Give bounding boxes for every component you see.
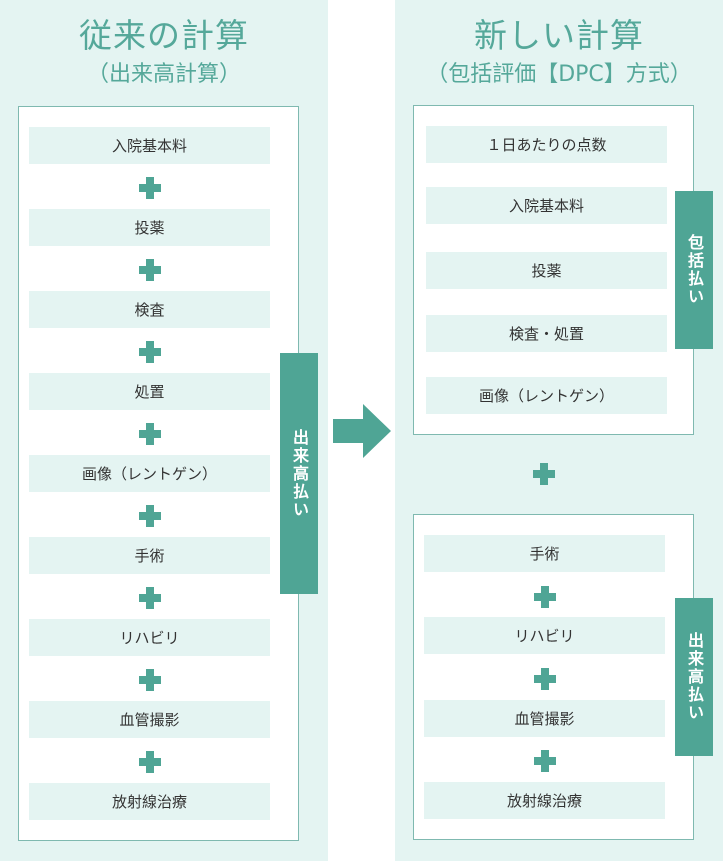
- item-rehabilitation: リハビリ: [29, 619, 270, 656]
- fee-for-service-tag: 出来高払い: [675, 598, 713, 756]
- traditional-calculation-panel: 従来の計算 （出来高計算） 入院基本料 投薬 検査 処置 画像（レントゲン） 手…: [0, 0, 328, 861]
- traditional-subtitle: （出来高計算）: [86, 62, 241, 87]
- bundled-payment-tag: 包括払い: [675, 191, 713, 349]
- item-examination: 検査: [29, 291, 270, 328]
- plus-icon: [534, 668, 556, 690]
- item-imaging: 画像（レントゲン）: [426, 377, 667, 414]
- plus-icon: [139, 259, 161, 281]
- item-treatment: 処置: [29, 373, 270, 410]
- new-subtitle: （包括評価【DPC】方式）: [426, 62, 692, 87]
- bundled-items-box: １日あたりの点数 入院基本料 投薬 検査・処置 画像（レントゲン）: [413, 105, 694, 435]
- item-surgery: 手術: [29, 537, 270, 574]
- item-imaging: 画像（レントゲン）: [29, 455, 270, 492]
- plus-icon: [534, 750, 556, 772]
- item-daily-points: １日あたりの点数: [426, 126, 667, 163]
- new-title: 新しい計算: [474, 16, 644, 55]
- traditional-title: 従来の計算: [79, 16, 249, 55]
- plus-icon: [534, 586, 556, 608]
- plus-icon: [139, 669, 161, 691]
- new-calculation-panel: 新しい計算 （包括評価【DPC】方式） １日あたりの点数 入院基本料 投薬 検査…: [395, 0, 723, 861]
- plus-icon: [139, 505, 161, 527]
- plus-icon: [139, 423, 161, 445]
- item-rehabilitation: リハビリ: [424, 617, 665, 654]
- plus-icon: [139, 341, 161, 363]
- fee-items-box: 手術 リハビリ 血管撮影 放射線治療: [413, 514, 694, 840]
- item-angiography: 血管撮影: [29, 701, 270, 738]
- fee-for-service-tag: 出来高払い: [280, 353, 318, 594]
- arrow-right-icon: [333, 404, 391, 458]
- plus-icon: [139, 177, 161, 199]
- item-radiotherapy: 放射線治療: [29, 783, 270, 820]
- plus-icon: [139, 587, 161, 609]
- item-medication: 投薬: [426, 252, 667, 289]
- plus-icon: [533, 463, 555, 485]
- item-radiotherapy: 放射線治療: [424, 782, 665, 819]
- item-admission-fee: 入院基本料: [426, 187, 667, 224]
- traditional-items-box: 入院基本料 投薬 検査 処置 画像（レントゲン） 手術 リハビリ 血管撮影 放射…: [18, 106, 299, 841]
- item-medication: 投薬: [29, 209, 270, 246]
- item-surgery: 手術: [424, 535, 665, 572]
- plus-icon: [139, 751, 161, 773]
- item-examination-treatment: 検査・処置: [426, 315, 667, 352]
- item-angiography: 血管撮影: [424, 700, 665, 737]
- item-admission-fee: 入院基本料: [29, 127, 270, 164]
